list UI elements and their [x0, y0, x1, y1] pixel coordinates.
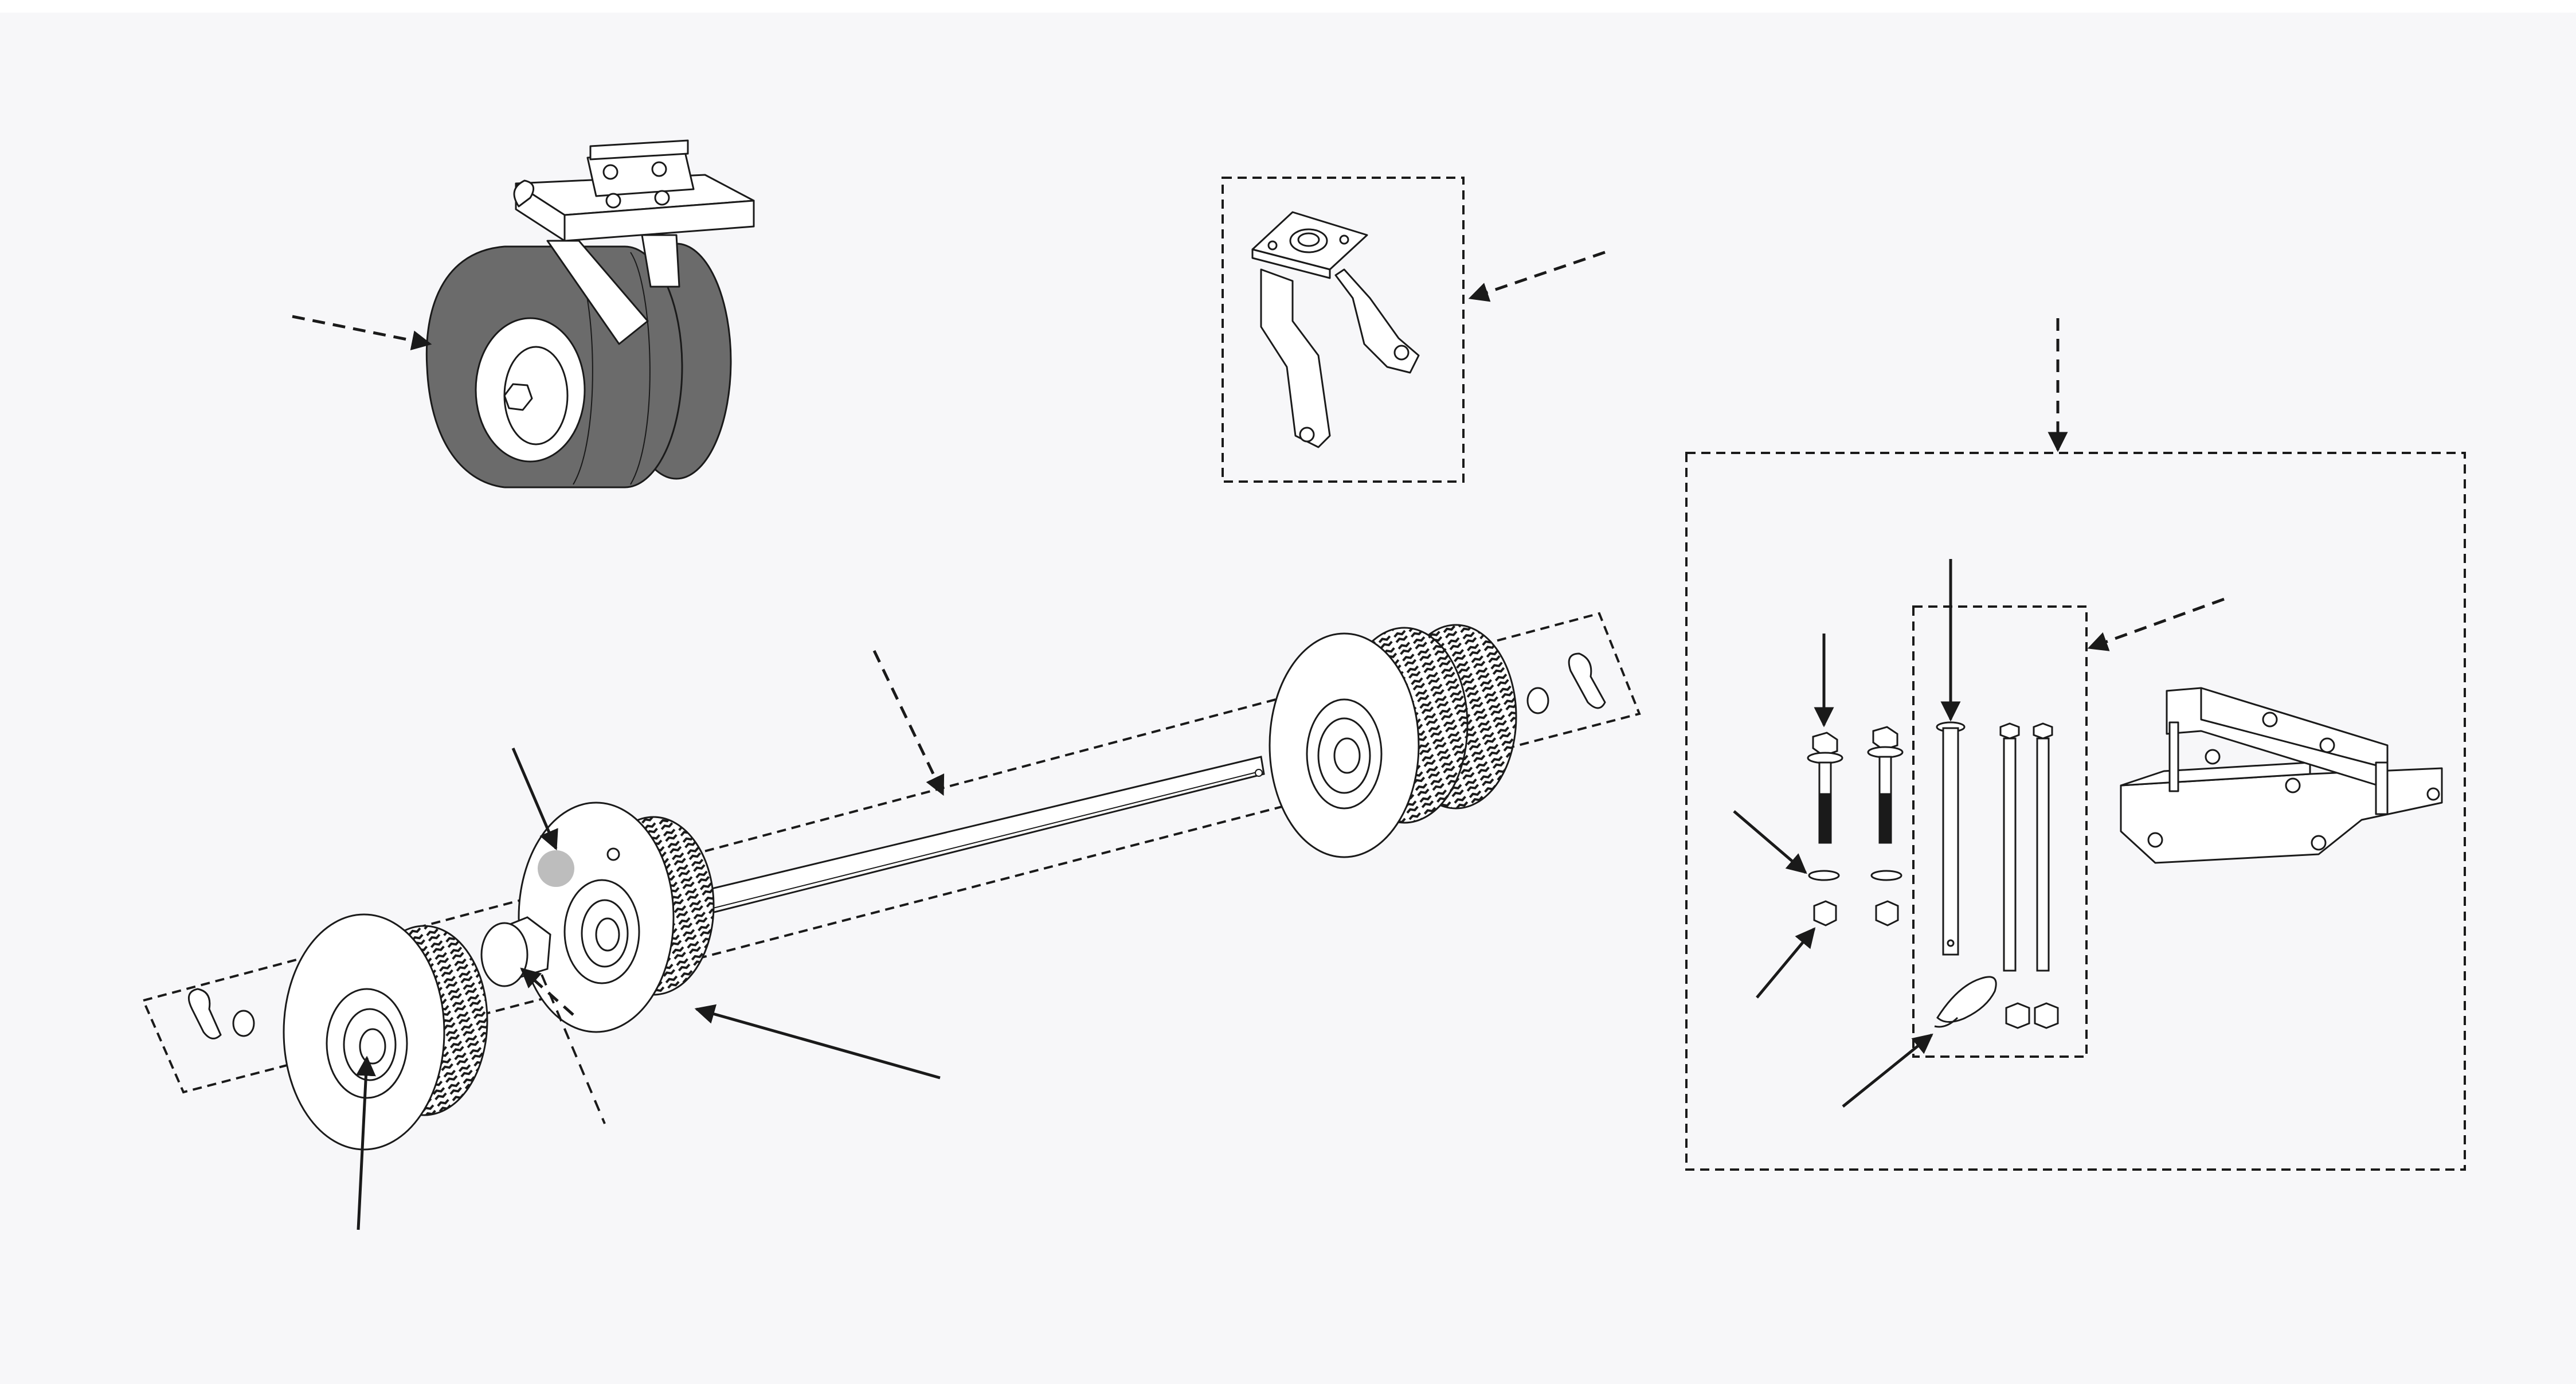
rod-nut-2 — [2034, 1002, 2059, 1029]
callout-pin-set — [2087, 597, 2225, 651]
flat-washer-1 — [1808, 870, 1840, 881]
callout-hub — [511, 748, 558, 851]
hex-nut-2 — [1875, 900, 1899, 926]
hex-nut-1 — [1813, 900, 1837, 926]
callout-left-hub — [355, 1055, 376, 1230]
callout-fork — [1468, 251, 1606, 302]
hardware-kit-box — [1685, 452, 2466, 1171]
hex-bolt-1 — [1807, 732, 1843, 844]
top-band — [0, 0, 2576, 13]
swivel-caster-assembly — [425, 139, 755, 488]
hardware-kit — [1685, 318, 2466, 1171]
bearing-spacer — [480, 916, 551, 987]
middle-wheel — [518, 802, 715, 1033]
flat-washer-2 — [1870, 870, 1902, 881]
pin-set-box — [1912, 605, 2088, 1058]
hex-bolt-2 — [1867, 726, 1904, 844]
mounting-bracket — [2120, 687, 2443, 864]
callout-caster — [292, 315, 432, 350]
callout-spacer — [520, 967, 574, 1016]
left-hairpin-clip — [187, 988, 222, 1039]
axle-assembly-outline — [142, 612, 1641, 1094]
hub-highlight — [538, 850, 574, 887]
axle-centerline — [541, 974, 606, 1124]
right-washer — [1526, 687, 1549, 714]
callout-axle — [872, 650, 945, 796]
right-dual-wheel — [1269, 624, 1517, 858]
right-hairpin-clip — [1568, 652, 1606, 709]
axle-wheel-assembly — [142, 612, 1641, 1230]
callout-middle-tire — [694, 1004, 941, 1080]
callout-washer — [1733, 810, 1807, 874]
rod-nut-1 — [2005, 1002, 2030, 1029]
caster-fork-bracket — [1222, 177, 1606, 483]
threaded-rod-1 — [1999, 722, 2020, 972]
hairpin-cotter-pin — [1934, 976, 1997, 1028]
callout-hairpin — [1842, 1033, 1933, 1108]
left-washer — [232, 1010, 255, 1037]
fork-box — [1222, 177, 1465, 483]
callout-nut — [1756, 927, 1816, 999]
long-clevis-pin — [1936, 721, 1966, 956]
left-wheel — [283, 913, 488, 1151]
threaded-rod-2 — [2033, 722, 2053, 972]
